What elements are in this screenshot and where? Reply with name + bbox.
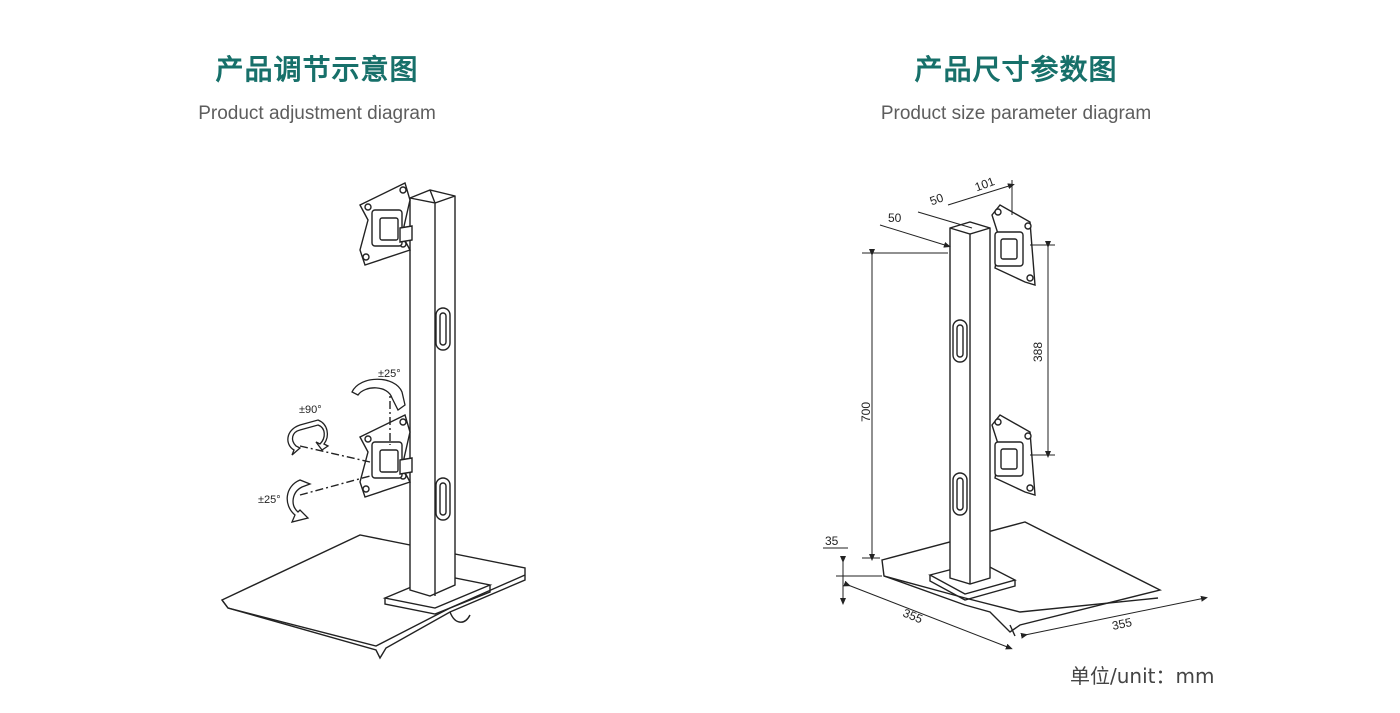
left-pole <box>409 189 456 597</box>
left-adjustment-arrows <box>286 378 406 523</box>
dim-pole-width-a: 50 <box>888 211 902 225</box>
size-panel: 产品尺寸参数图 Product size parameter diagram <box>700 0 1400 713</box>
adjustment-panel: 产品调节示意图 Product adjustment diagram <box>198 53 436 124</box>
dim-arm-depth: 101 <box>973 174 997 194</box>
dim-pole-width-b: 50 <box>928 190 946 208</box>
size-title-cn: 产品尺寸参数图 <box>914 53 1118 86</box>
swivel-label: ±25° <box>258 494 281 506</box>
right-vesa-mount-lower <box>991 414 1036 496</box>
dim-height: 700 <box>859 402 873 422</box>
swivel-arrow-icon <box>286 479 312 523</box>
adjustment-title-en: Product adjustment diagram <box>198 103 436 124</box>
size-title-en: Product size parameter diagram <box>880 103 1152 124</box>
unit-label: 单位/unit：mm <box>1070 664 1215 688</box>
dimension-lines <box>823 180 1208 650</box>
left-stand-drawing <box>220 182 526 660</box>
tilt-top-label: ±25° <box>378 368 401 380</box>
right-vesa-mount-upper <box>991 204 1036 286</box>
rotate-arrow-icon <box>287 419 330 456</box>
left-vesa-mount-lower <box>359 414 413 498</box>
dimension-labels: 50 50 101 700 388 35 355 355 <box>825 174 1134 633</box>
tilt-arrow-icon <box>351 378 406 411</box>
adjustment-title-cn: 产品调节示意图 <box>215 53 419 86</box>
rotate-label: ±90° <box>299 404 322 416</box>
dim-base-depth: 355 <box>1111 615 1134 633</box>
dim-mount-spacing: 388 <box>1031 342 1045 362</box>
left-vesa-mount-upper <box>359 182 413 266</box>
dim-base-thickness: 35 <box>825 534 839 548</box>
